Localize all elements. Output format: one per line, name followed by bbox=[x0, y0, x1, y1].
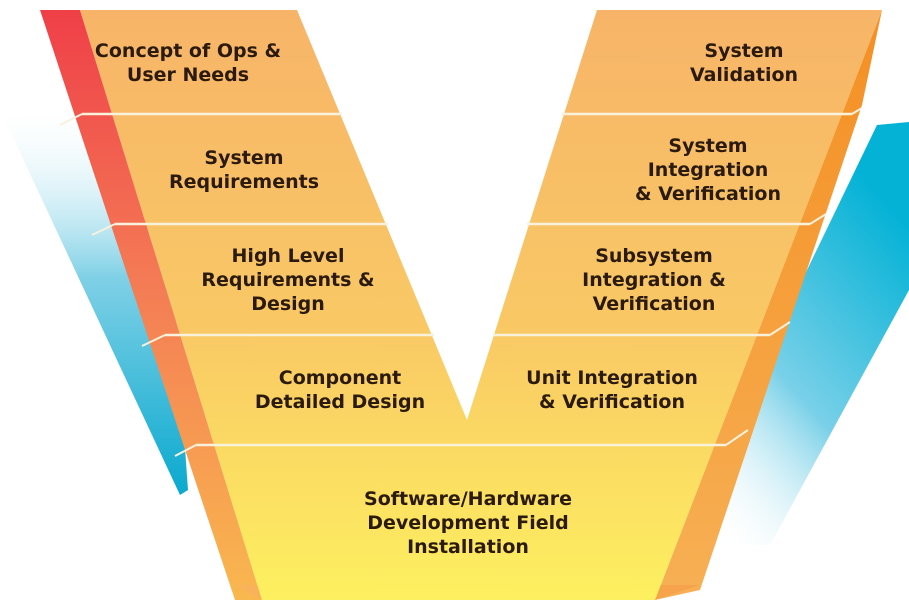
right-blue-strip bbox=[720, 122, 909, 545]
stage-unit-integration: Unit Integration & Verification bbox=[526, 367, 698, 413]
stage-system-integration: System Integration & Verification bbox=[635, 135, 781, 205]
stage-subsystem-integration: Subsystem Integration & Verification bbox=[582, 245, 726, 315]
side-dividers bbox=[59, 107, 863, 457]
v-front-face bbox=[80, 10, 882, 600]
stage-dividers bbox=[82, 112, 852, 447]
stage-component-design: Component Detailed Design bbox=[254, 367, 426, 413]
stage-high-level-design: High Level Requirements & Design bbox=[201, 245, 375, 315]
stage-implementation: Software/Hardware Development Field Inst… bbox=[364, 488, 572, 558]
stage-concept-of-ops: Concept of Ops & User Needs bbox=[94, 40, 282, 86]
v-left-side-face bbox=[40, 10, 262, 600]
stage-system-requirements: System Requirements bbox=[168, 147, 320, 193]
stage-system-validation: System Validation bbox=[689, 40, 799, 86]
